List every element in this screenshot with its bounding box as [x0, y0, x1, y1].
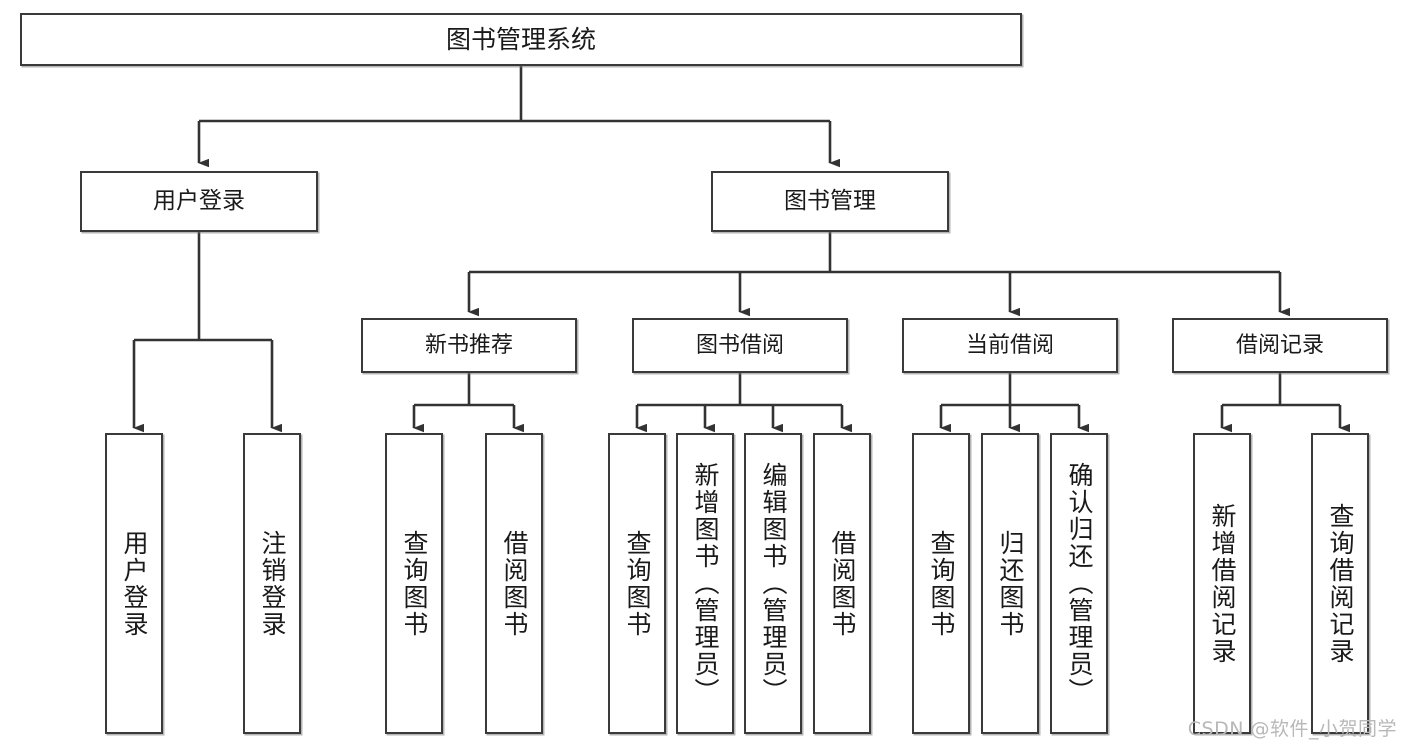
node-label: 编辑图书（管理员） [759, 462, 788, 705]
node-book-borrow[interactable]: 图书借阅 [632, 318, 848, 373]
leaf-query-borrow-record[interactable]: 查询借阅记录 [1311, 433, 1369, 734]
leaf-add-book-admin[interactable]: 新增图书（管理员） [676, 433, 734, 734]
node-label: 图书借阅 [695, 332, 784, 358]
node-borrow-record[interactable]: 借阅记录 [1172, 318, 1388, 373]
node-label: 新书推荐 [424, 332, 513, 358]
node-label: 图书管理 [784, 187, 876, 214]
node-label: 新增图书（管理员） [691, 462, 720, 705]
node-user-login[interactable]: 用户登录 [80, 171, 318, 232]
node-book-management[interactable]: 图书管理 [711, 171, 949, 232]
node-label: 查询图书 [400, 529, 429, 638]
leaf-query-book-recommend[interactable]: 查询图书 [385, 433, 443, 734]
node-label: 查询图书 [623, 529, 652, 638]
node-label: 注销登录 [258, 529, 287, 638]
csdn-watermark: CSDN @软件_小贺同学 [1187, 718, 1397, 740]
node-label: 确认归还（管理员） [1065, 462, 1094, 705]
node-label: 借阅记录 [1235, 332, 1324, 358]
node-label: 查询图书 [927, 529, 956, 638]
leaf-borrow-book-recommend[interactable]: 借阅图书 [485, 433, 543, 734]
node-label: 查询借阅记录 [1326, 502, 1355, 665]
leaf-query-book-current[interactable]: 查询图书 [912, 433, 970, 734]
node-label: 归还图书 [996, 529, 1025, 638]
node-label: 用户登录 [153, 187, 245, 214]
node-new-book-recommend[interactable]: 新书推荐 [361, 318, 577, 373]
leaf-confirm-return-admin[interactable]: 确认归还（管理员） [1050, 433, 1108, 734]
node-current-borrow[interactable]: 当前借阅 [902, 318, 1118, 373]
leaf-add-borrow-record[interactable]: 新增借阅记录 [1193, 433, 1251, 734]
node-label: 用户登录 [120, 529, 149, 638]
leaf-return-book[interactable]: 归还图书 [981, 433, 1039, 734]
leaf-logout[interactable]: 注销登录 [243, 433, 301, 734]
node-label: 新增借阅记录 [1208, 502, 1237, 665]
node-label: 图书管理系统 [445, 24, 596, 54]
leaf-edit-book-admin[interactable]: 编辑图书（管理员） [744, 433, 802, 734]
node-root-system[interactable]: 图书管理系统 [20, 13, 1022, 66]
node-label: 借阅图书 [828, 529, 857, 638]
node-label: 当前借阅 [965, 332, 1054, 358]
node-label: 借阅图书 [500, 529, 529, 638]
leaf-query-book-borrow[interactable]: 查询图书 [608, 433, 666, 734]
leaf-user-login[interactable]: 用户登录 [105, 433, 163, 734]
leaf-borrow-book[interactable]: 借阅图书 [813, 433, 871, 734]
